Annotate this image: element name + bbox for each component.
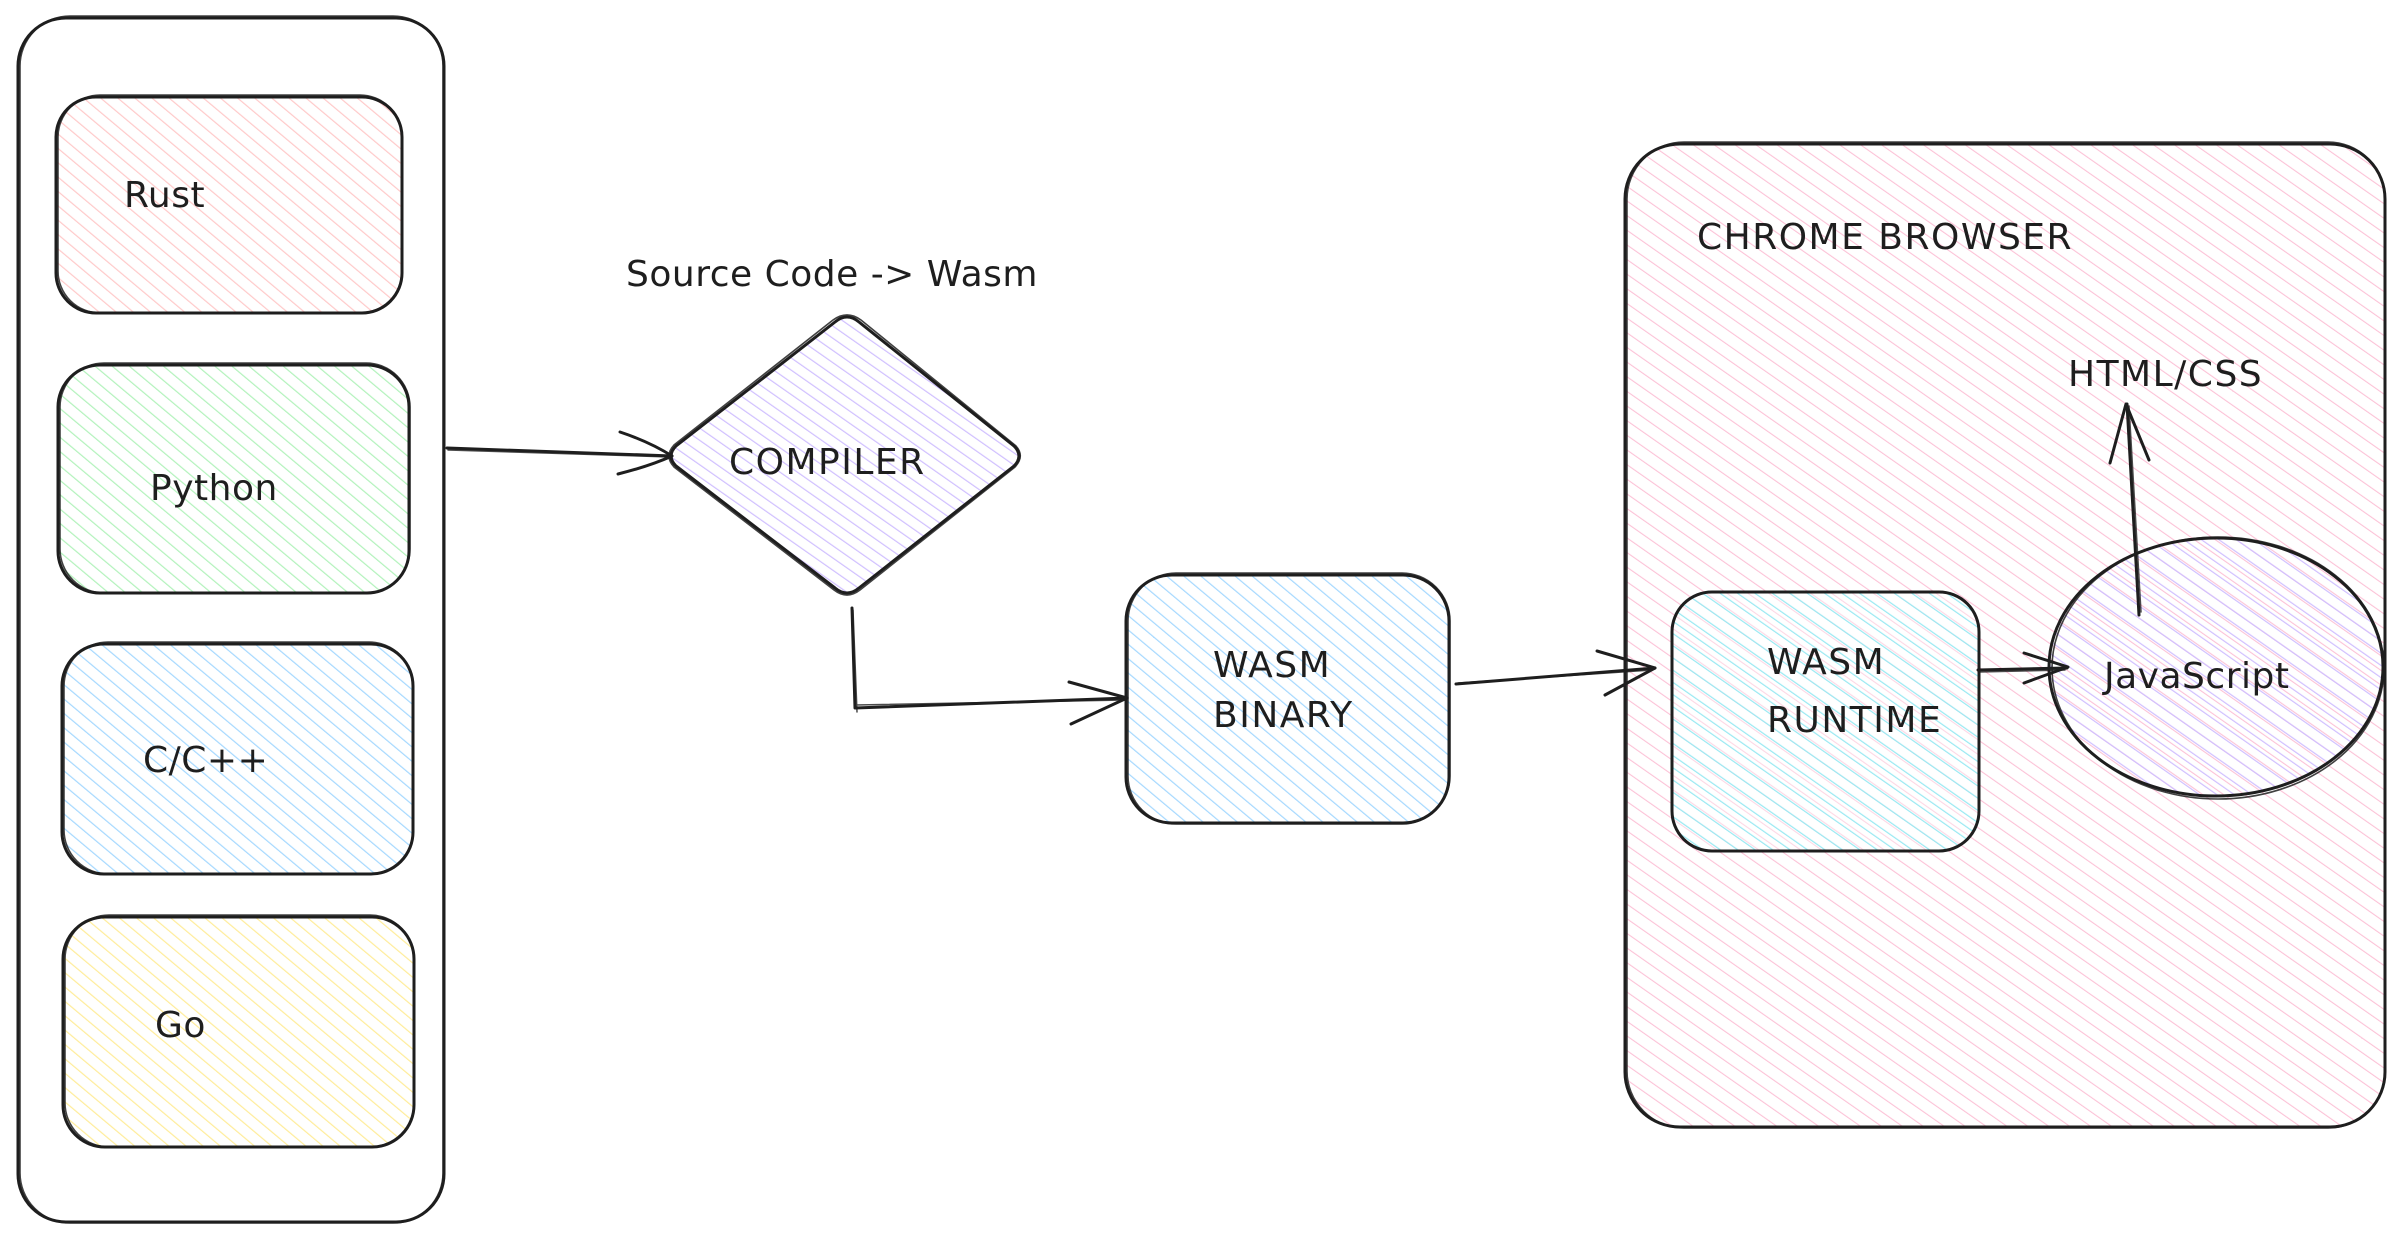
language-box-go[interactable]: Go: [61, 914, 416, 1149]
arrow-compiler-to-binary[interactable]: [850, 606, 1129, 726]
arrow-binary-to-runtime[interactable]: [1454, 649, 1657, 697]
diagram-title: Source Code -> Wasm: [626, 254, 1038, 295]
language-label-python: Python: [150, 468, 278, 509]
arrowhead-icon: [1595, 649, 1657, 697]
language-label-c-cpp: C/C++: [143, 740, 268, 781]
arrow-languages-to-compiler[interactable]: [445, 430, 674, 476]
wasm-runtime-label-line2: RUNTIME: [1767, 700, 1942, 741]
wasm-binary-label-line2: BINARY: [1213, 695, 1354, 736]
language-box-c-cpp[interactable]: C/C++: [60, 641, 415, 876]
wasm-binary-node[interactable]: WASM BINARY: [1124, 572, 1451, 825]
arrowhead-icon: [2108, 402, 2151, 465]
wasm-runtime-node[interactable]: WASM RUNTIME: [1670, 590, 1981, 853]
source-languages-container[interactable]: [16, 15, 446, 1224]
compiler-label: COMPILER: [729, 442, 926, 483]
html-css-label: HTML/CSS: [2068, 354, 2263, 395]
language-box-rust[interactable]: Rust: [54, 94, 404, 315]
arrow-runtime-to-javascript[interactable]: [1976, 651, 2070, 685]
arrowhead-icon: [616, 430, 674, 476]
browser-container[interactable]: CHROME BROWSER: [1623, 141, 2387, 1129]
language-label-rust: Rust: [124, 175, 205, 216]
wasm-binary-label-line1: WASM: [1213, 645, 1331, 686]
javascript-label: JavaScript: [2102, 656, 2289, 697]
compiler-node[interactable]: COMPILER: [668, 314, 1022, 596]
browser-label: CHROME BROWSER: [1697, 217, 2073, 258]
javascript-node[interactable]: JavaScript: [2047, 536, 2385, 800]
language-label-go: Go: [155, 1005, 206, 1046]
wasm-runtime-label-line1: WASM: [1767, 642, 1885, 683]
arrowhead-icon: [2022, 651, 2070, 685]
language-box-python[interactable]: Python: [56, 362, 411, 595]
arrow-javascript-to-html-css[interactable]: [2108, 402, 2151, 617]
arrowhead-icon: [1067, 680, 1129, 726]
